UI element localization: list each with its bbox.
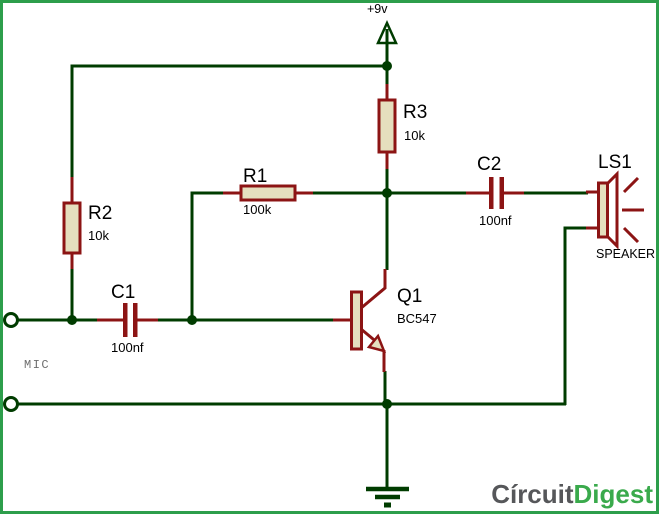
c1-name: C1 — [111, 282, 135, 303]
ls1-cone — [606, 170, 619, 250]
wires — [18, 33, 588, 488]
ls1-wave-top — [622, 176, 640, 194]
c2-plate-right — [499, 177, 504, 209]
ls1-sound-waves-icon — [622, 176, 644, 244]
resistor-r2: R2 10k — [62, 177, 112, 269]
q1-body — [350, 290, 363, 351]
power-label: +9v — [367, 2, 388, 16]
junction-dots — [67, 61, 392, 409]
circuitdigest-logo: CírcuitDigest — [491, 481, 653, 507]
mic-terminal-bottom — [3, 396, 19, 412]
r1-value: 100k — [243, 202, 272, 217]
q1-emitter-arrow-icon — [366, 333, 387, 353]
r2-value: 10k — [88, 228, 109, 243]
ls1-wave-bottom — [622, 226, 640, 244]
c1-plate-left — [123, 303, 128, 337]
resistor-r1: R1 100k — [223, 166, 313, 217]
r3-body — [377, 98, 397, 154]
junction-dot — [382, 399, 392, 409]
resistor-r3: R3 10k — [377, 84, 427, 169]
c2-plate-left — [489, 177, 494, 209]
wire-top-rail — [70, 64, 387, 190]
ground-icon — [366, 486, 409, 508]
junction-dot — [187, 315, 197, 325]
ls1-value: SPEAKER — [596, 247, 655, 261]
capacitor-c1: C1 100nf — [97, 282, 158, 355]
ls1-name: LS1 — [598, 152, 632, 173]
r1-body — [239, 184, 297, 202]
mic-label: MIC — [24, 358, 50, 372]
c2-value: 100nf — [479, 213, 512, 228]
c2-name: C2 — [477, 154, 501, 175]
r1-name: R1 — [243, 166, 267, 187]
q1-value: BC547 — [397, 311, 437, 326]
q1-collector-lead — [359, 269, 387, 311]
junction-dot — [382, 188, 392, 198]
logo-text-digest: Digest — [573, 479, 653, 509]
speaker-ls1: LS1 SPEAKER — [586, 152, 655, 261]
junction-dot — [67, 315, 77, 325]
r2-body — [62, 201, 82, 255]
wire-speaker-return — [563, 226, 588, 405]
capacitor-c2: C2 100nf — [466, 154, 524, 228]
q1-name: Q1 — [397, 286, 422, 307]
r3-name: R3 — [403, 102, 427, 123]
c1-plate-right — [133, 303, 138, 337]
c1-value: 100nf — [111, 340, 144, 355]
logo-text-circuit: Círcuit — [491, 479, 574, 509]
r2-name: R2 — [88, 203, 112, 224]
ls1-driver — [597, 181, 609, 239]
vcc-arrow-icon: +9v — [367, 2, 398, 85]
mic-terminal-top — [3, 312, 19, 328]
r3-value: 10k — [404, 128, 425, 143]
wire-feedback-riser — [190, 191, 224, 320]
transistor-q1: Q1 BC547 — [333, 269, 437, 372]
